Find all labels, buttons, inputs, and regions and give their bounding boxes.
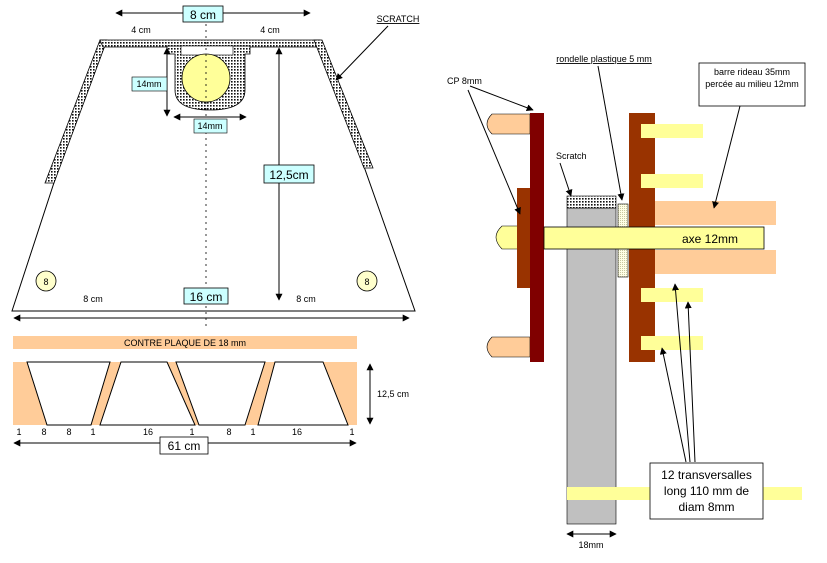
rung (641, 124, 703, 138)
segment-label: 8 (226, 427, 231, 437)
block-left (517, 188, 530, 288)
bottom-right-label: 8 cm (296, 294, 316, 304)
curtain-rod-bottom (650, 250, 776, 274)
rungs-leader-1 (672, 283, 691, 463)
right-half-label: 4 cm (260, 25, 280, 35)
cut-piece-3 (175, 361, 266, 426)
slot-width-label: 14mm (197, 121, 222, 131)
strip-total-label: 61 cm (168, 439, 201, 453)
cp-label: CP 8mm (447, 76, 482, 86)
plywood-cutting-layout: CONTRE PLAQUE DE 18 mm 12,5 cm 1 8 8 1 1… (13, 336, 409, 455)
scratch-side-label: Scratch (556, 151, 587, 161)
knob-top (486, 113, 531, 135)
bottom-dimension-box (183, 287, 229, 305)
hole-marker-right (356, 270, 378, 292)
segment-label: 16 (292, 427, 302, 437)
strip-title: CONTRE PLAQUE DE 18 mm (124, 338, 246, 348)
height-dimension-box (263, 164, 315, 184)
slot-height-label: 14mm (136, 79, 161, 89)
segment-labels: 1 8 8 1 16 1 8 1 16 1 (16, 427, 354, 437)
width-dimension-label: 18mm (578, 540, 603, 550)
knob-bottom (486, 336, 531, 358)
axle-rod (543, 226, 765, 250)
rungs-leader-2 (684, 301, 696, 463)
bottom-left-label: 8 cm (83, 294, 103, 304)
rungs-leader-3 (659, 347, 687, 463)
strip-height-label: 12,5 cm (377, 389, 409, 399)
slot-width-box (193, 118, 228, 134)
segment-label: 8 (66, 427, 71, 437)
axle-label: axe 12mm (682, 232, 738, 246)
side-section-view: axe 12mm CP 8mm rondelle plastique 5 mm … (447, 54, 806, 550)
hole-marker-left (35, 270, 57, 292)
top-dimension-box (182, 5, 224, 23)
segment-label: 1 (189, 427, 194, 437)
grey-bar (566, 207, 617, 525)
washer-label: rondelle plastique 5 mm (556, 54, 652, 64)
cut-piece-2 (99, 361, 196, 426)
left-half-label: 4 cm (131, 25, 151, 35)
rungs-label: 12 transversalles long 110 mm de diam 8m… (661, 468, 752, 514)
trapezoid-panel-view: 8 cm 4 cm 4 cm SCRATCH 14mm 14mm 12,5cm … (11, 5, 420, 328)
scratch-leader (335, 25, 389, 81)
segment-label: 1 (250, 427, 255, 437)
rung (641, 288, 703, 302)
segment-label: 1 (16, 427, 21, 437)
axle-cap (495, 225, 521, 250)
cut-piece-4 (257, 361, 349, 426)
scratch-pad (566, 195, 617, 209)
segment-label: 8 (41, 427, 46, 437)
hole-marker-left-label: 8 (43, 277, 48, 287)
bar-label-box (698, 62, 806, 107)
slot-height-box (131, 76, 168, 92)
cp-leader-1 (469, 85, 534, 112)
segment-label: 1 (349, 427, 354, 437)
bar-label: barre rideau 35mm percée au milieu 12mm (705, 67, 799, 89)
scratch-label: SCRATCH (377, 14, 420, 24)
strip-total-box (159, 436, 209, 455)
washer-leader (597, 65, 625, 201)
curtain-rod-top (650, 201, 776, 225)
strip-title-bar (13, 336, 357, 349)
rung (641, 174, 703, 188)
rungs-label-box (649, 462, 764, 520)
bar-leader (712, 105, 741, 209)
height-dimension-label: 12,5cm (269, 168, 308, 182)
scratch-strip-right (313, 39, 374, 169)
bottom-dimension-label: 16 cm (190, 290, 223, 304)
hole-marker-right-label: 8 (364, 277, 369, 287)
plywood-plate-left (530, 113, 544, 362)
cut-piece-1 (26, 361, 111, 426)
rung (641, 336, 703, 350)
segment-label: 1 (90, 427, 95, 437)
scratch-side-leader (559, 162, 573, 197)
segment-label: 16 (143, 427, 153, 437)
top-dimension-label: 8 cm (190, 8, 216, 22)
cp-leader-2 (467, 89, 521, 215)
